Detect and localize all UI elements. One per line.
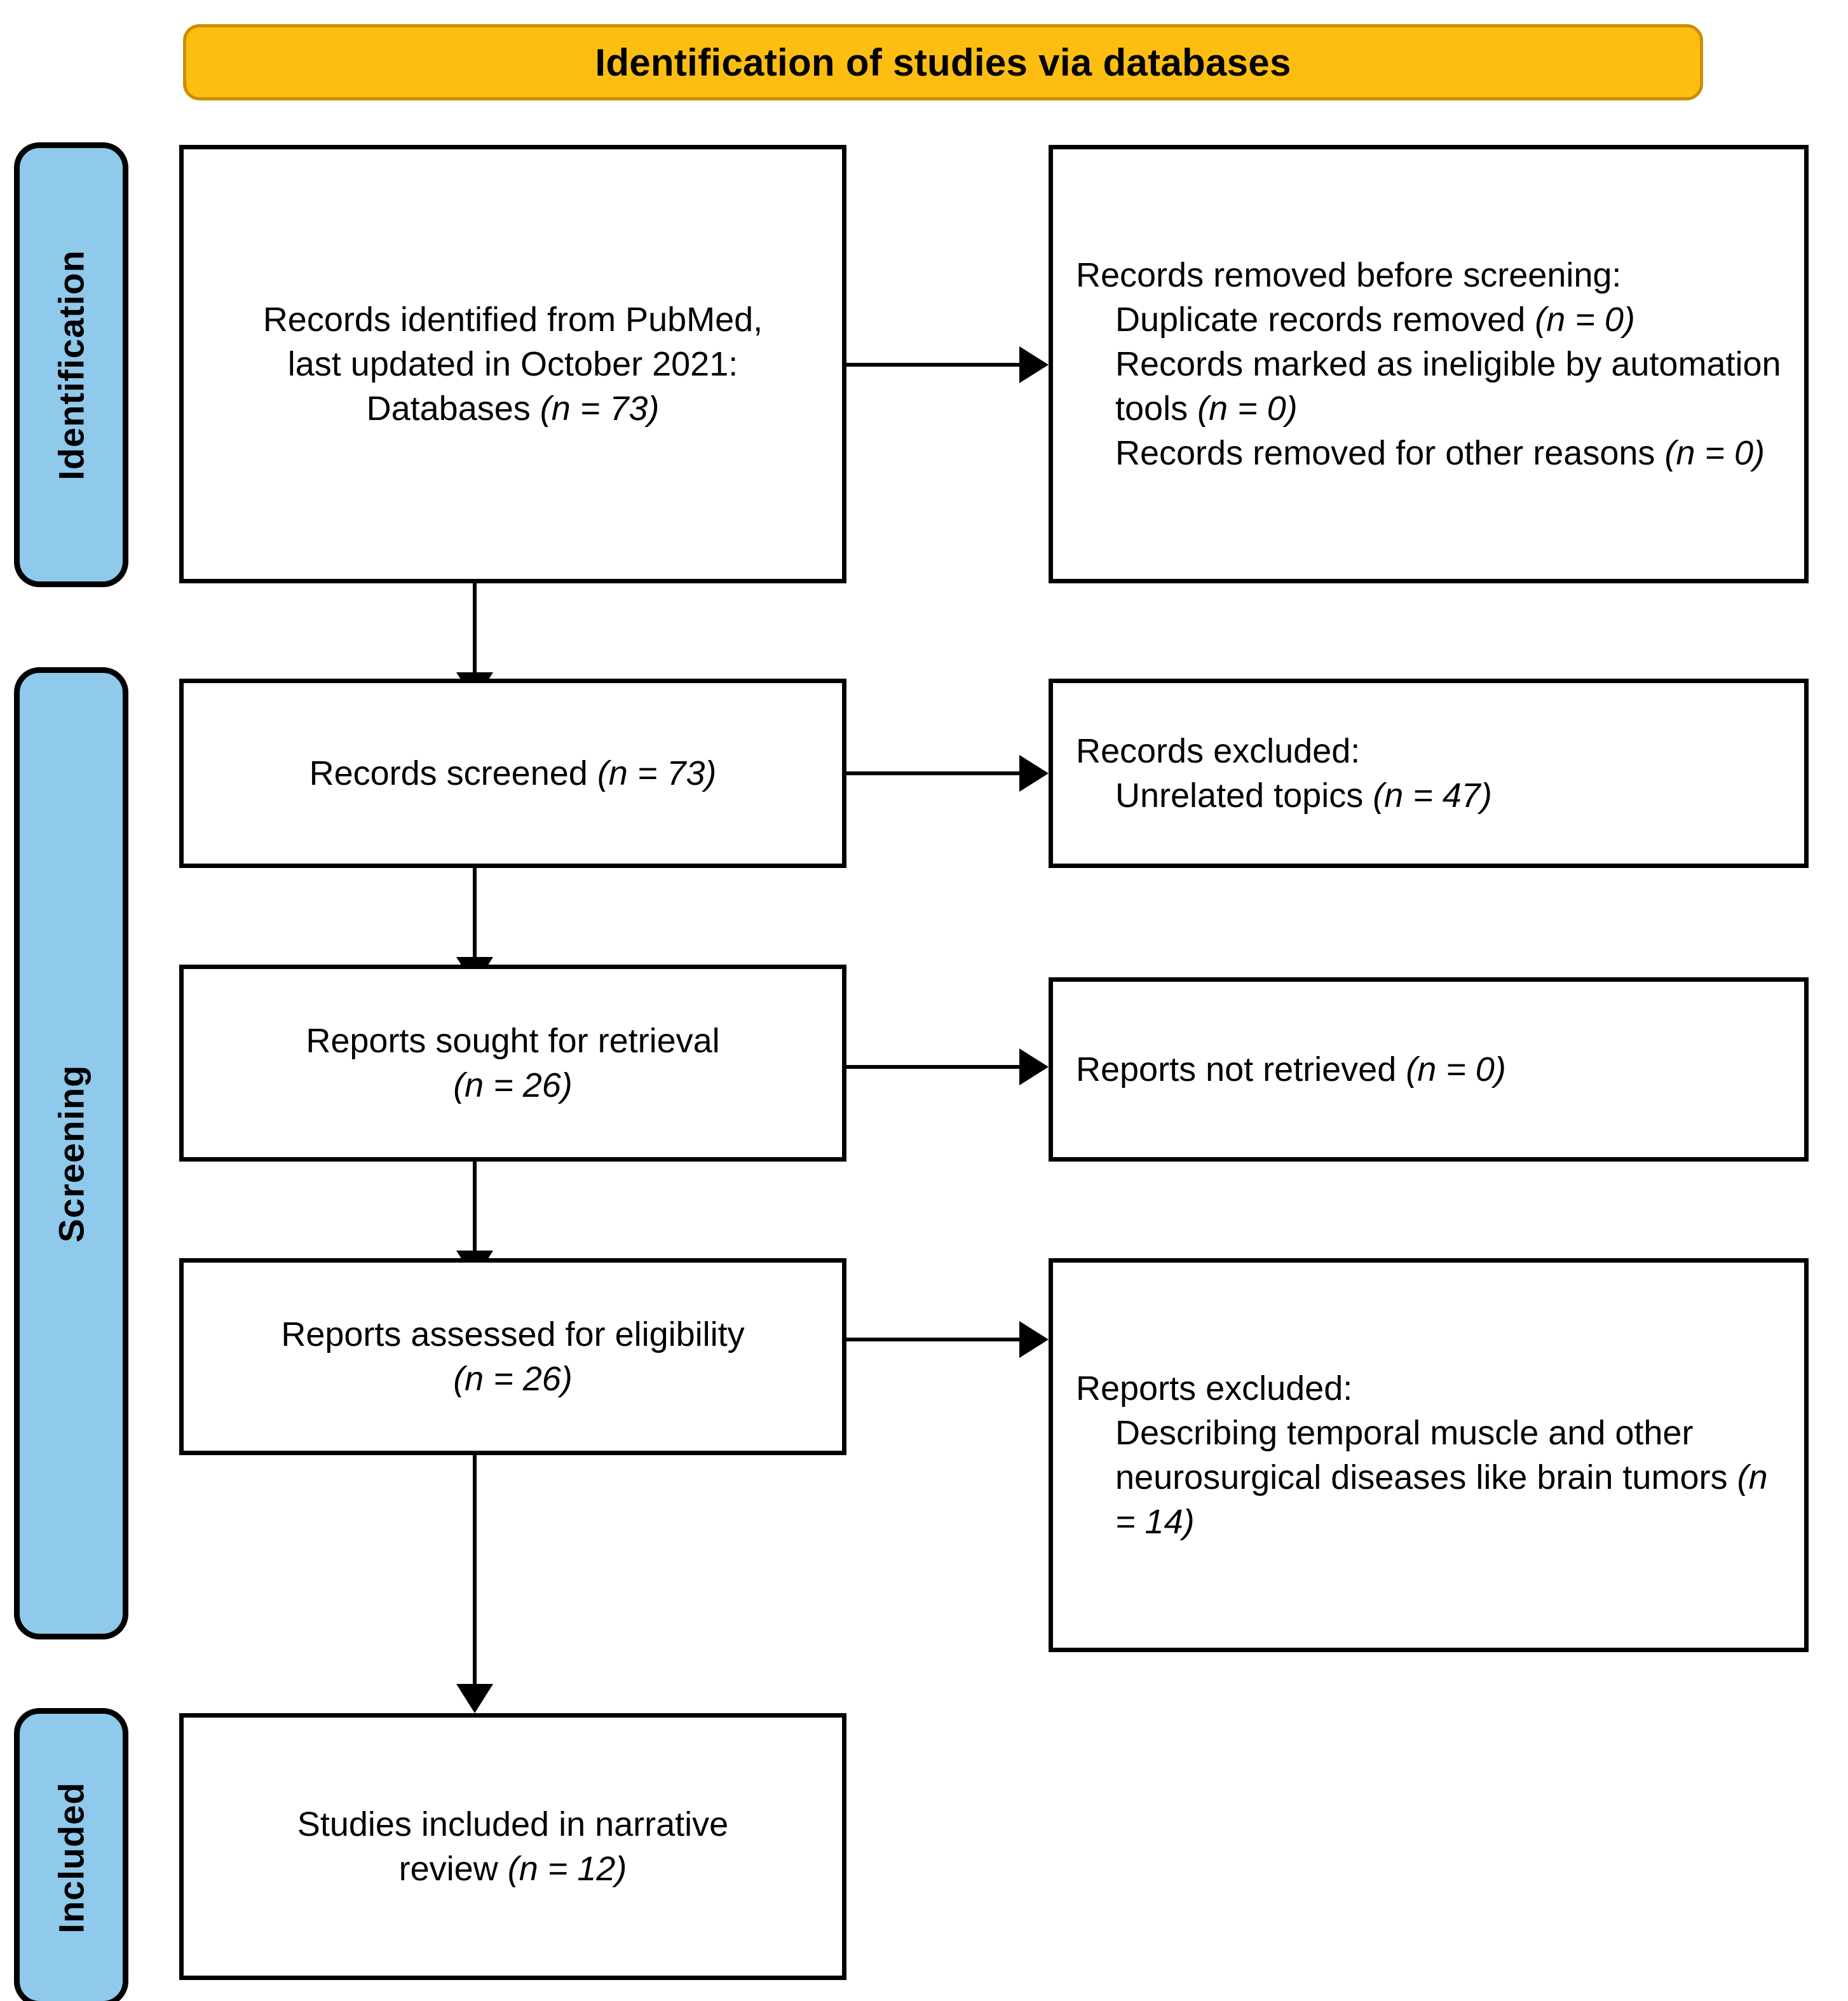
reports-excluded-item-describing-count: (n = 14) (1115, 1458, 1768, 1542)
records-identified-line3: Databases (n = 73) (207, 386, 819, 431)
stage-label-included: Included (14, 1708, 128, 2001)
connector-sought-to-assessed (473, 1162, 477, 1251)
connector-screened-to-excluded (846, 771, 1019, 775)
studies-included-count: (n = 12) (507, 1850, 627, 1888)
box-records-screened: Records screened (n = 73) (179, 679, 846, 868)
records-removed-item-automation-count: (n = 0) (1197, 390, 1298, 428)
records-identified-line3-text: Databases (366, 390, 540, 428)
banner-title: Identification of studies via databases (595, 41, 1291, 84)
arrowhead-screened-to-excluded (1019, 755, 1049, 792)
reports-not-retrieved-count: (n = 0) (1406, 1050, 1506, 1089)
records-removed-item-other-count: (n = 0) (1664, 434, 1765, 473)
stage-label-identification: Identification (14, 142, 128, 587)
box-reports-excluded: Reports excluded: Describing temporal mu… (1049, 1258, 1809, 1652)
records-screened-text: Records screened (309, 754, 597, 792)
connector-screened-to-sought (473, 868, 477, 957)
records-screened-line: Records screened (n = 73) (207, 751, 819, 796)
records-removed-item-other: Records removed for other reasons (n = 0… (1076, 431, 1781, 475)
records-removed-item-duplicates: Duplicate records removed (n = 0) (1076, 297, 1781, 342)
reports-sought-count: (n = 26) (453, 1066, 573, 1104)
connector-assessed-to-reports-excluded (846, 1338, 1019, 1341)
records-screened-count: (n = 73) (597, 754, 717, 792)
records-identified-line1: Records identified from PubMed, (262, 300, 763, 339)
banner-identification-via-databases: Identification of studies via databases (183, 24, 1703, 100)
reports-assessed-count: (n = 26) (453, 1360, 573, 1398)
box-records-identified: Records identified from PubMed, last upd… (179, 145, 846, 583)
reports-sought-line1: Reports sought for retrieval (306, 1021, 720, 1060)
stage-label-screening: Screening (14, 667, 128, 1639)
box-records-removed: Records removed before screening: Duplic… (1049, 145, 1809, 583)
reports-not-retrieved-text: Reports not retrieved (1076, 1050, 1406, 1089)
reports-excluded-item-describing-text: Describing temporal muscle and other neu… (1115, 1413, 1737, 1496)
records-excluded-item-unrelated-count: (n = 47) (1373, 777, 1492, 815)
records-identified-line2: last updated in October 2021: (287, 344, 738, 383)
stage-label-screening-text: Screening (51, 1064, 92, 1242)
studies-included-line1: Studies included in narrative (297, 1805, 729, 1843)
records-removed-heading: Records removed before screening: (1076, 255, 1622, 294)
box-reports-sought: Reports sought for retrieval (n = 26) (179, 965, 846, 1162)
records-excluded-item-unrelated: Unrelated topics (n = 47) (1076, 773, 1781, 818)
arrowhead-assessed-to-included (456, 1684, 493, 1713)
reports-excluded-heading: Reports excluded: (1076, 1369, 1353, 1407)
records-removed-item-other-text: Records removed for other reasons (1115, 434, 1665, 473)
records-removed-item-automation: Records marked as ineligible by automati… (1076, 342, 1781, 431)
records-excluded-heading: Records excluded: (1076, 731, 1361, 770)
studies-included-line2-text: review (398, 1850, 508, 1888)
records-removed-item-duplicates-count: (n = 0) (1535, 300, 1635, 339)
reports-excluded-item-describing: Describing temporal muscle and other neu… (1076, 1411, 1781, 1545)
connector-identified-to-removed (846, 363, 1019, 367)
box-records-excluded: Records excluded: Unrelated topics (n = … (1049, 679, 1809, 868)
studies-included-line2: review (n = 12) (207, 1847, 819, 1891)
records-removed-item-automation-text: Records marked as ineligible by automati… (1115, 344, 1781, 428)
reports-assessed-line1: Reports assessed for eligibility (281, 1315, 745, 1353)
stage-label-included-text: Included (51, 1781, 92, 1934)
connector-sought-to-not-retrieved (846, 1065, 1019, 1069)
box-reports-not-retrieved: Reports not retrieved (n = 0) (1049, 977, 1809, 1162)
arrowhead-assessed-to-reports-excluded (1019, 1321, 1049, 1358)
arrowhead-identified-to-removed (1019, 346, 1049, 383)
reports-sought-line2: (n = 26) (207, 1063, 819, 1108)
box-studies-included: Studies included in narrative review (n … (179, 1713, 846, 1980)
connector-assessed-to-included (473, 1455, 477, 1684)
reports-assessed-line2: (n = 26) (207, 1357, 819, 1401)
records-identified-count: (n = 73) (540, 390, 660, 428)
arrowhead-sought-to-not-retrieved (1019, 1048, 1049, 1085)
stage-label-identification-text: Identification (51, 249, 92, 480)
connector-identified-to-screened (473, 583, 477, 672)
box-reports-assessed: Reports assessed for eligibility (n = 26… (179, 1258, 846, 1455)
records-removed-item-duplicates-text: Duplicate records removed (1115, 300, 1535, 339)
reports-not-retrieved-line: Reports not retrieved (n = 0) (1076, 1047, 1781, 1092)
records-excluded-item-unrelated-text: Unrelated topics (1115, 777, 1373, 815)
